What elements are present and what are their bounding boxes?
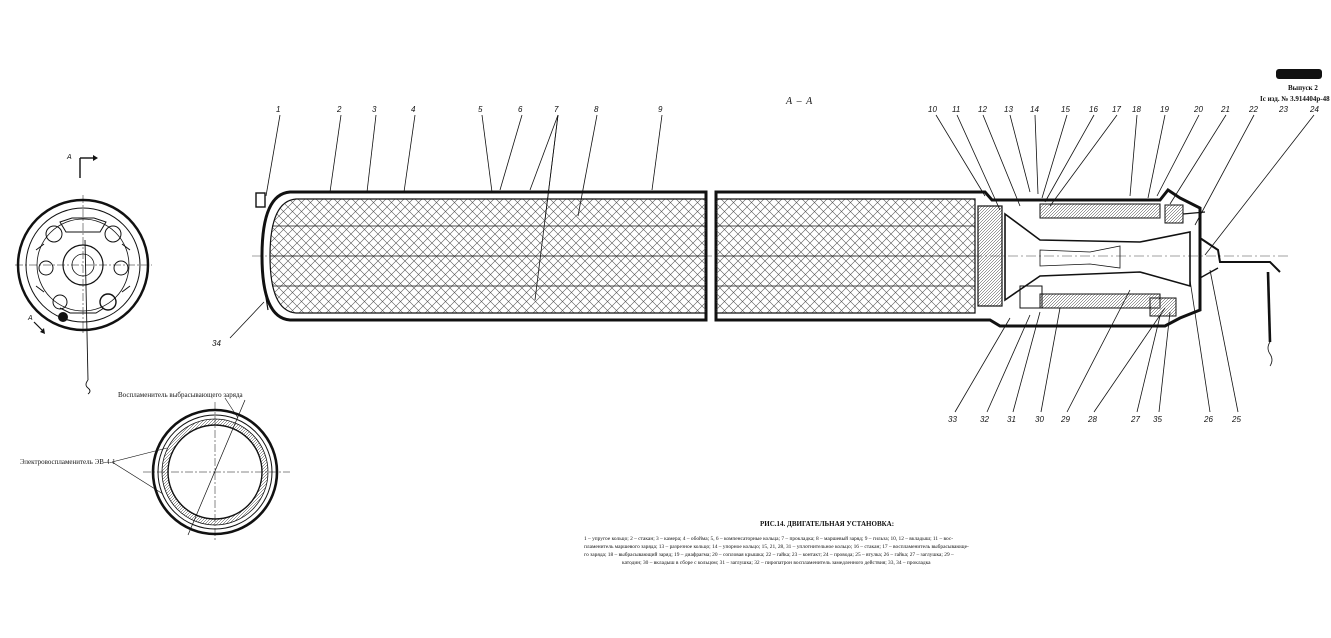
- caption-line-1: 1 – упругое кольцо; 2 – стакан; 3 – каме…: [584, 536, 954, 542]
- callout-19: 19: [1160, 105, 1169, 114]
- callout-33: 33: [948, 415, 957, 424]
- header-line-1: Выпуск 2: [1288, 84, 1318, 92]
- view-marker-bottom: А: [27, 315, 33, 322]
- callout-3: 3: [372, 105, 377, 114]
- engine-body-section: [252, 187, 1290, 367]
- callout-35: 35: [1153, 415, 1162, 424]
- callout-18: 18: [1132, 105, 1141, 114]
- caption-line-3: го заряда; 18 – выбрасывающий заряд; 19 …: [584, 552, 954, 558]
- callout-25: 25: [1231, 415, 1241, 424]
- electroigniter-label: Электровоспламенитель ЭВ-4-1: [20, 458, 116, 466]
- callout-leaders: [229, 114, 1315, 413]
- view-marker-top: А: [66, 154, 72, 161]
- callout-17: 17: [1112, 105, 1121, 114]
- caption-line-4: катодин; 30 – вкладыш в сборе с кольцом;…: [622, 560, 931, 566]
- callout-6: 6: [518, 105, 523, 114]
- igniter-label: Воспламенитель выбрасывающего заряда: [118, 391, 243, 399]
- callout-32: 32: [980, 415, 989, 424]
- callout-27: 27: [1130, 415, 1140, 424]
- callout-13: 13: [1004, 105, 1013, 114]
- callout-15: 15: [1061, 105, 1070, 114]
- callout-12: 12: [978, 105, 987, 114]
- callout-24: 24: [1309, 105, 1319, 114]
- callout-23: 23: [1278, 105, 1288, 114]
- callout-26: 26: [1203, 415, 1213, 424]
- callout-7: 7: [554, 105, 559, 114]
- callout-11: 11: [952, 105, 960, 114]
- callout-20: 20: [1193, 105, 1203, 114]
- redaction-mark: [1276, 69, 1322, 79]
- igniter-ring-section: [111, 397, 290, 542]
- callout-5: 5: [478, 105, 483, 114]
- callout-numbers-top: 1 2 3 4 5 6 7 8 9 10 11 12 13 14 15 16 1…: [276, 105, 1319, 114]
- callout-31: 31: [1007, 415, 1016, 424]
- callout-2: 2: [336, 105, 342, 114]
- callout-1: 1: [276, 105, 280, 114]
- callout-28: 28: [1087, 415, 1097, 424]
- callout-30: 30: [1035, 415, 1044, 424]
- callout-10: 10: [928, 105, 937, 114]
- section-label: А – А: [786, 96, 814, 107]
- callout-16: 16: [1089, 105, 1098, 114]
- callout-8: 8: [594, 105, 599, 114]
- header-line-2: Ic изд. № 3.914404р-48: [1260, 95, 1330, 103]
- caption-line-2: пламенитель маршевого заряда; 13 – разре…: [584, 544, 969, 550]
- callout-29: 29: [1060, 415, 1070, 424]
- callout-14: 14: [1030, 105, 1039, 114]
- callout-9: 9: [658, 105, 663, 114]
- callout-34: 34: [212, 339, 221, 348]
- callout-21: 21: [1220, 105, 1230, 114]
- callout-4: 4: [411, 105, 416, 114]
- callout-numbers-bottom: 33 32 31 30 29 28 27 35 26 25 34: [212, 339, 1241, 424]
- end-view-disc: [15, 155, 152, 395]
- callout-22: 22: [1248, 105, 1258, 114]
- caption-title: РИС.14. ДВИГАТЕЛЬНАЯ УСТАНОВКА:: [760, 520, 895, 528]
